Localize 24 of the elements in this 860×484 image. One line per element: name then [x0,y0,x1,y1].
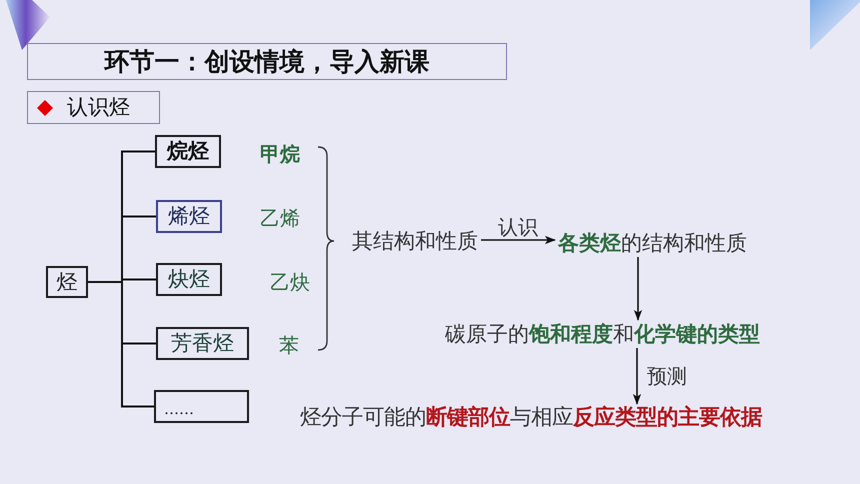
category-label: 烯烃 [168,204,210,229]
category-box [154,390,249,423]
category-box [46,266,88,298]
arrow [634,257,642,321]
arrow [481,236,556,244]
section-heading: 认识烃 [67,95,130,120]
example-name: 甲烷 [260,142,300,166]
heading-box [27,91,160,124]
arrow [632,348,642,405]
statement-text: 其结构和性质 [349,227,481,255]
statement-text: 碳原子的饱和程度和化学键的类型 [442,320,763,348]
edge-label: 认识 [496,216,540,238]
title-banner: 环节一：创设情境，导入新课 [27,43,507,80]
category-label: 烷烃 [167,139,209,164]
category-label: 炔烃 [168,267,210,292]
connector-line [88,281,154,408]
statement-text: 烃分子可能的断键部位与相应反应类型的主要依据 [297,404,765,432]
statement-text: 各类烃的结构和性质 [555,229,750,257]
example-name: 苯 [279,333,299,357]
category-label: 芳香烃 [171,331,234,356]
example-name: 乙炔 [270,270,310,294]
category-label: 烃 [56,270,78,294]
example-name: 乙烯 [260,206,300,230]
category-label: …… [164,400,194,418]
